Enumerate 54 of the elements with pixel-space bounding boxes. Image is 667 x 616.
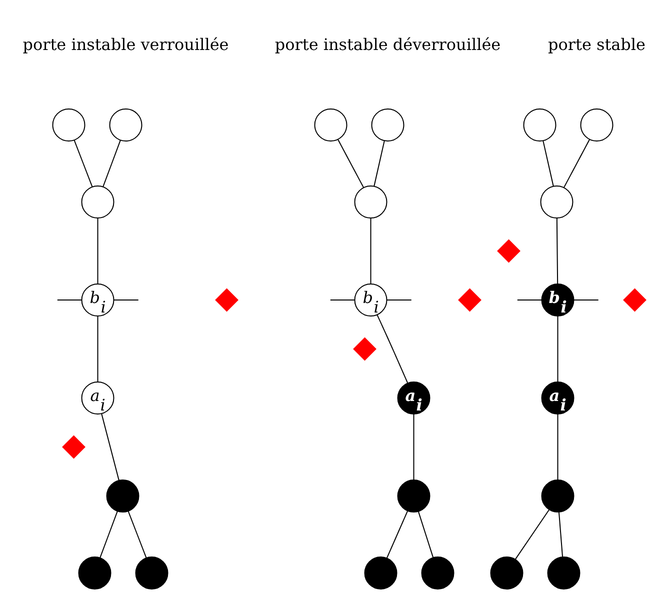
- connector: [101, 412, 120, 480]
- label: porte instable verrouillée: [22, 34, 229, 54]
- connector: [413, 413, 414, 480]
- node-diamond: [62, 434, 86, 458]
- connector: [56, 299, 82, 300]
- connector: [97, 217, 98, 284]
- connector: [556, 217, 558, 284]
- node-circle: [371, 108, 404, 141]
- node-diamond: [497, 238, 520, 262]
- node-circle: [490, 556, 524, 589]
- connector: [100, 510, 118, 558]
- node-circle: [364, 556, 398, 589]
- connector: [386, 510, 408, 558]
- connector: [514, 508, 550, 560]
- connector: [542, 140, 554, 186]
- node-circle: [78, 556, 112, 589]
- connector: [97, 315, 98, 382]
- connector: [573, 299, 599, 300]
- connector: [113, 299, 139, 300]
- node-circle: [354, 185, 388, 218]
- connector: [418, 510, 434, 558]
- node-circle: [547, 556, 580, 589]
- node-circle: [52, 108, 86, 141]
- node-circle: [523, 108, 556, 141]
- connector: [563, 138, 590, 188]
- node-circle: [397, 479, 430, 512]
- node-circle: [421, 556, 454, 589]
- connector: [337, 138, 364, 188]
- node-circle: [81, 185, 114, 218]
- label: porte stable: [548, 34, 646, 54]
- connector: [128, 510, 147, 558]
- connector: [558, 511, 564, 557]
- node-circle: [541, 479, 574, 512]
- connector: [370, 217, 372, 284]
- node-circle: [135, 556, 168, 589]
- connector: [102, 139, 121, 187]
- connector: [516, 299, 542, 300]
- label: porte instable déverrouillée: [274, 34, 501, 54]
- node-circle: [106, 479, 140, 512]
- connector: [374, 140, 385, 186]
- node-diamond: [623, 288, 646, 312]
- connector: [557, 413, 558, 480]
- connector: [557, 315, 558, 382]
- connector: [330, 299, 356, 300]
- node-circle: [314, 108, 348, 141]
- node-circle: [540, 185, 574, 218]
- node-diamond: [353, 336, 376, 360]
- node-diamond: [215, 288, 238, 312]
- connector: [376, 314, 408, 383]
- connector: [74, 139, 93, 187]
- node-circle: [580, 108, 614, 141]
- node-diamond: [458, 288, 482, 312]
- node-circle: [109, 108, 142, 141]
- connector: [386, 299, 412, 300]
